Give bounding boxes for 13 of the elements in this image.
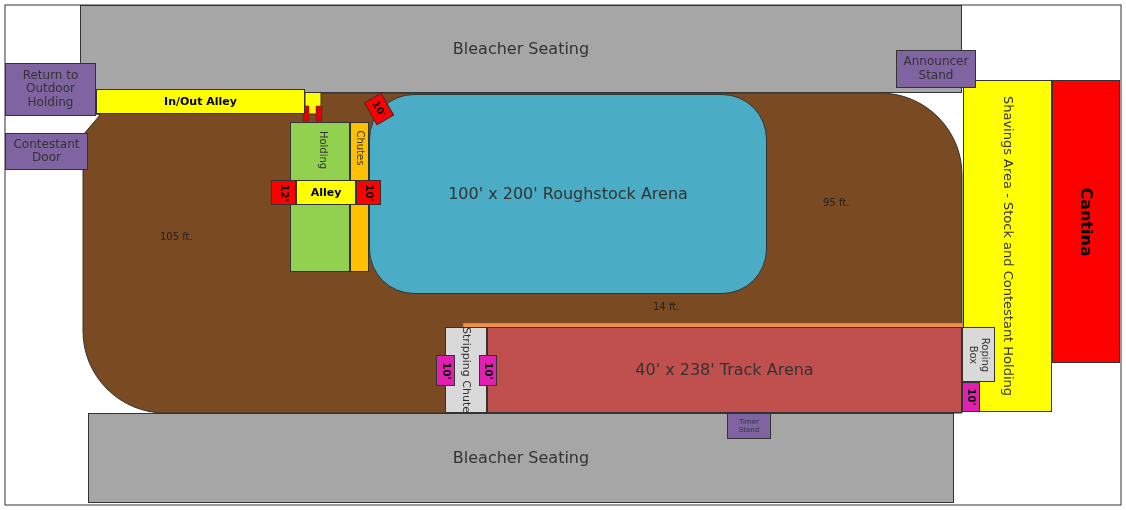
alley: Alley [296,180,356,205]
exit-area: Return to Outdoor Holding [5,63,96,116]
gate: 12' [271,180,296,205]
announcer-stand: Announcer Stand [896,50,976,88]
dimension-label: 14 ft. [653,301,680,312]
alley: In/Out Alley [96,89,305,114]
dimension-label: 105 ft. [160,231,193,242]
gate: 10' [479,355,497,386]
door-area: Contestant Door [5,133,88,170]
gate: 10' [356,180,381,205]
cantina: Cantina [1052,80,1120,363]
dimension-label: 95 ft. [823,197,850,208]
gate: 10' [436,355,455,386]
